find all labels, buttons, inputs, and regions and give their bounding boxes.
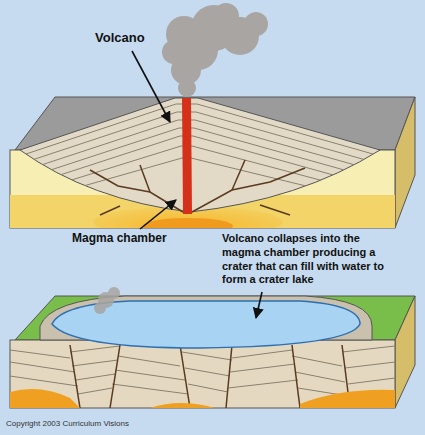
callout-label: Volcano collapses into the magma chamber… xyxy=(222,232,398,287)
lava-layers xyxy=(20,104,380,204)
block-front xyxy=(10,340,395,408)
leader-arrow xyxy=(256,292,262,318)
leader-arrow xyxy=(140,200,176,229)
block-side xyxy=(395,97,415,228)
copyright-note: Copyright 2003 Curriculum Visions xyxy=(6,419,256,429)
ash-plume xyxy=(162,3,268,97)
volcano-cone xyxy=(20,98,380,212)
leader-arrow xyxy=(132,51,170,122)
erupting-volcano-block xyxy=(10,3,415,238)
block-side xyxy=(395,296,415,408)
collapsed-blocks xyxy=(10,345,395,408)
collapsed-volcano-block xyxy=(10,287,415,408)
callout-label: Magma chamber xyxy=(72,232,212,246)
callout-label: Volcano xyxy=(95,31,185,46)
steam xyxy=(94,287,120,314)
cracks xyxy=(90,160,305,215)
magma-conduit xyxy=(182,98,192,214)
crater-lake xyxy=(52,301,360,348)
